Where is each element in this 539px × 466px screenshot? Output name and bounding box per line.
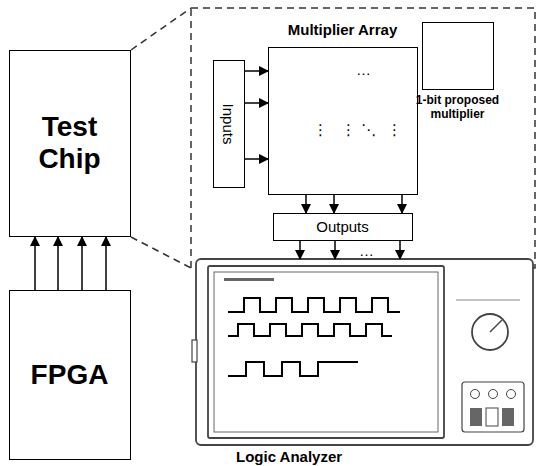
- ellipsis: ⋮: [340, 122, 357, 137]
- fpga-box: FPGA: [9, 290, 131, 460]
- multiplier-array-box: Multiplier Array: [268, 47, 418, 195]
- arrow-connector: [305, 195, 307, 213]
- node-label: FPGA: [15, 359, 125, 391]
- arrow-connector: [81, 237, 83, 290]
- arrow-connector: [245, 70, 268, 72]
- zoom-line: [131, 8, 191, 50]
- inputs-box: Inputs: [213, 60, 245, 188]
- arrow-connector: [399, 241, 401, 259]
- ellipsis: …: [358, 243, 375, 258]
- inset-box: 1-bit proposed multiplier: [422, 22, 494, 90]
- arrow-connector: [57, 237, 59, 290]
- logic-analyzer-art: [192, 259, 533, 445]
- node-label: Multiplier Array: [288, 21, 397, 39]
- arrow-connector: [333, 195, 335, 213]
- outputs-box: Outputs: [273, 213, 413, 241]
- ellipsis: ⋮: [386, 122, 403, 137]
- zoom-region: [191, 8, 535, 268]
- arrow-connector: [34, 237, 36, 290]
- node-label: Outputs: [278, 218, 408, 236]
- node-label: Logic Analyzer: [236, 448, 342, 466]
- arrow-connector: [105, 237, 107, 290]
- test-chip-box: Test Chip: [9, 50, 131, 237]
- ellipsis: ⋮: [312, 122, 329, 137]
- ellipsis: …: [355, 62, 372, 77]
- logic-analyzer: Logic Analyzer: [196, 259, 533, 445]
- zoom-line: [131, 237, 191, 268]
- ellipsis: ⋱: [360, 122, 377, 137]
- arrow-connector: [245, 158, 268, 160]
- arrow-connector: [245, 102, 268, 104]
- arrow-connector: [299, 241, 301, 259]
- node-label: Test Chip: [22, 111, 118, 175]
- arrow-connector: [334, 241, 336, 259]
- arrow-connector: [401, 195, 403, 213]
- node-label: Inputs: [220, 103, 238, 144]
- node-label: 1-bit proposed multiplier: [408, 93, 508, 121]
